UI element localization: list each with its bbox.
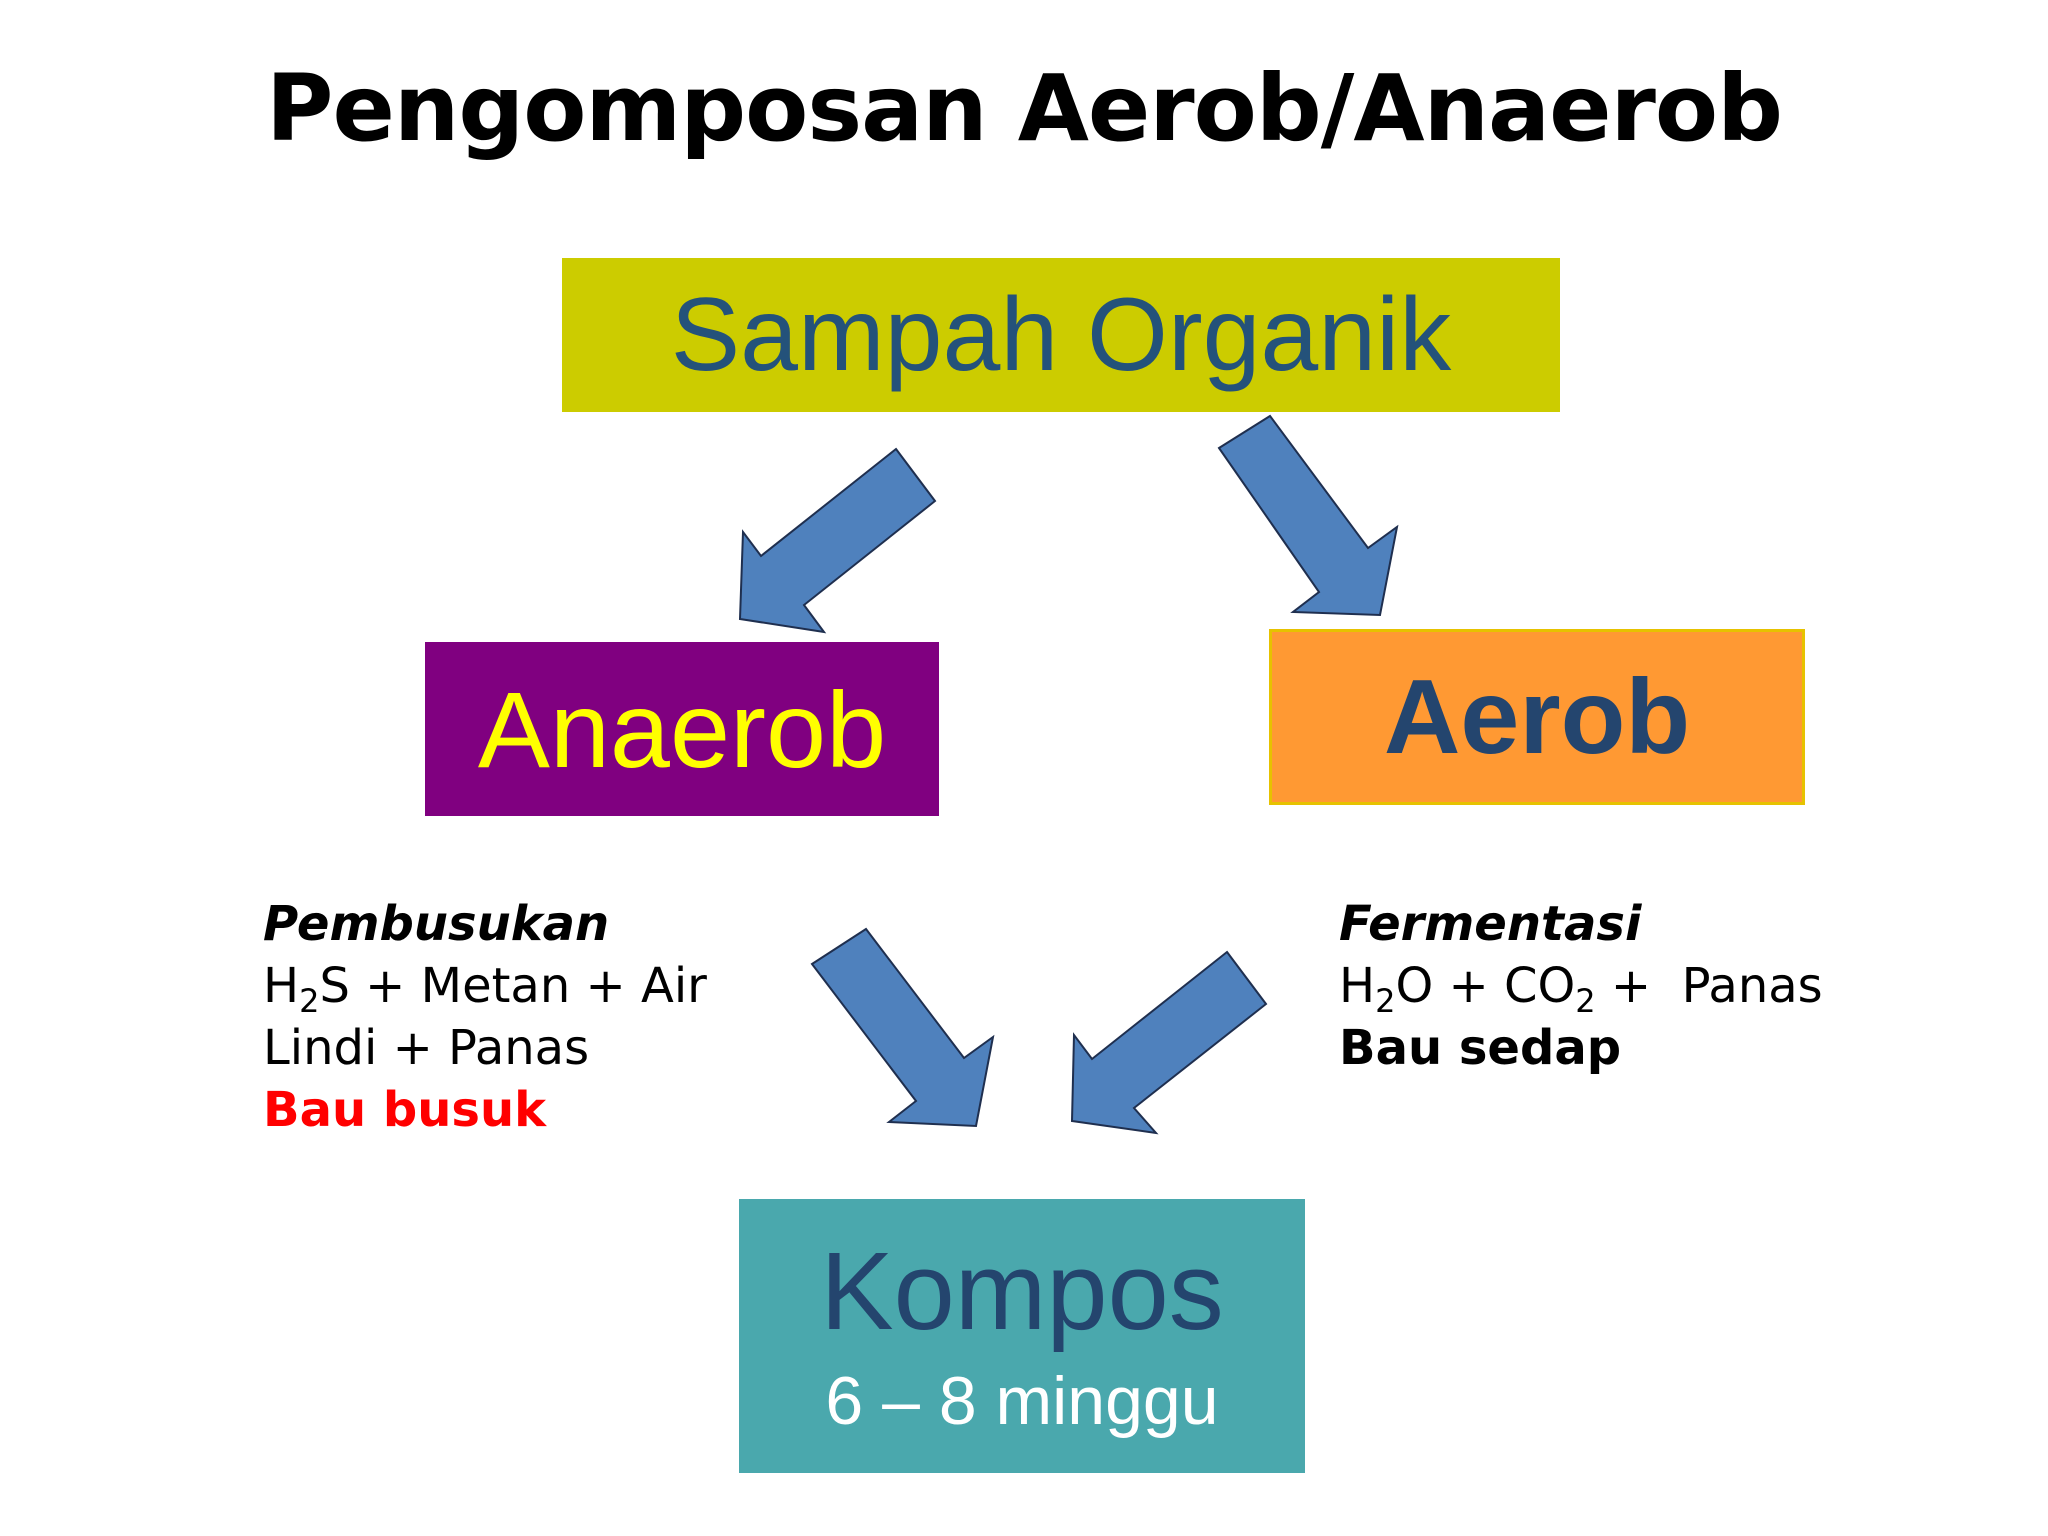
arrow-sampah-to-aerob (1217, 414, 1399, 617)
node-anaerob-label: Anaerob (477, 668, 887, 790)
arrow-aerob-to-kompos (1070, 950, 1268, 1135)
node-kompos-label: Kompos (820, 1229, 1224, 1353)
aerob-notes-heading: Fermentasi (1339, 896, 1642, 952)
node-sampah-organik-label: Sampah Organik (670, 276, 1452, 393)
formula-mid: O + CO (1395, 958, 1576, 1014)
node-kompos: Kompos 6 – 8 minggu (739, 1199, 1305, 1473)
formula-subscript-1: 2 (1375, 982, 1396, 1020)
aerob-notes-smell: Bau sedap (1339, 1020, 1622, 1076)
node-anaerob: Anaerob (425, 642, 939, 816)
anaerob-notes-products: H2S + Metan + Air (263, 955, 707, 1017)
formula-rest: S + Metan + Air (319, 958, 707, 1014)
node-aerob: Aerob (1269, 629, 1805, 805)
aerob-notes-products: H2O + CO2 + Panas (1339, 955, 1823, 1017)
formula-subscript-2: 2 (1575, 982, 1596, 1020)
node-sampah-organik: Sampah Organik (562, 258, 1560, 412)
formula-h: H (263, 958, 300, 1014)
page-title: Pengomposan Aerob/Anaerob (266, 55, 1783, 162)
formula-subscript: 2 (299, 982, 320, 1020)
anaerob-notes-smell: Bau busuk (263, 1082, 547, 1138)
arrow-sampah-to-anaerob (738, 447, 937, 634)
aerob-notes: Fermentasi H2O + CO2 + Panas Bau sedap (1339, 893, 1823, 1079)
node-kompos-duration: 6 – 8 minggu (825, 1363, 1219, 1440)
anaerob-notes-line2: Lindi + Panas (263, 1020, 590, 1076)
anaerob-notes-heading: Pembusukan (263, 896, 610, 952)
arrow-anaerob-to-kompos (810, 927, 995, 1128)
formula-rest: + Panas (1595, 958, 1823, 1014)
anaerob-notes: Pembusukan H2S + Metan + Air Lindi + Pan… (263, 893, 707, 1141)
formula-h: H (1339, 958, 1376, 1014)
node-aerob-label: Aerob (1383, 657, 1691, 776)
